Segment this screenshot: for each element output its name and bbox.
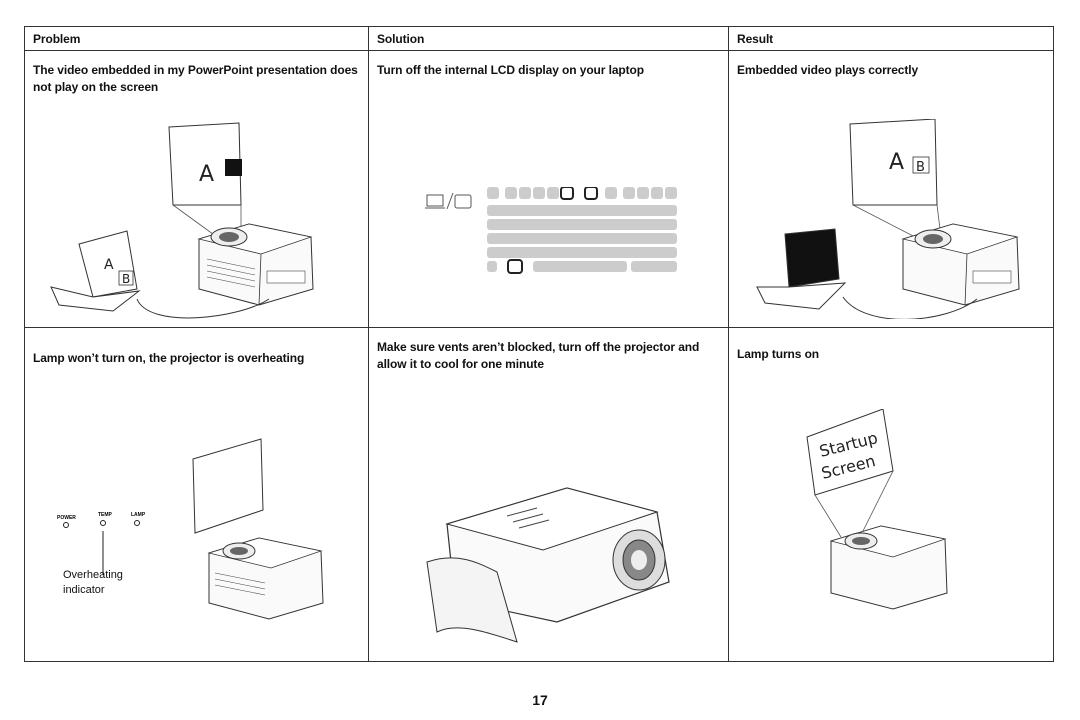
startup-screen-illustration: Startup Screen — [806, 409, 948, 610]
indicator-line2: indicator — [63, 584, 105, 596]
row-divider — [25, 327, 1053, 328]
keyboard-illustration — [425, 187, 677, 274]
column-divider — [368, 27, 369, 661]
result-letter-b: B — [916, 160, 925, 175]
screen-letter-a: A — [199, 162, 214, 187]
troubleshooting-table: Problem Solution Result The video embedd… — [24, 26, 1054, 662]
led-power-label: POWER — [57, 515, 76, 521]
indicator-line1: Overheating — [63, 569, 123, 581]
page-number: 17 — [532, 692, 548, 708]
row2-solution-text: Make sure vents aren’t blocked, turn off… — [377, 340, 700, 371]
black-box-icon — [225, 159, 242, 176]
header-result: Result — [737, 32, 774, 46]
header-divider — [25, 50, 1053, 51]
row2-result-text: Lamp turns on — [737, 347, 820, 361]
laptop-letter-b: B — [122, 272, 130, 286]
row2-problem-text: Lamp won’t turn on, the projector is ove… — [33, 351, 305, 365]
led-lamp-label: LAMP — [131, 512, 146, 518]
row1-problem-text: The video embedded in my PowerPoint pres… — [33, 63, 358, 94]
overheating-indicator-label: Overheating indicator — [63, 568, 123, 598]
laptop-projector-result-illustration: A B — [756, 119, 1020, 319]
display-toggle-icon — [425, 192, 472, 210]
projector-vent-illustration — [426, 487, 670, 643]
column-divider — [728, 27, 729, 661]
row1-solution-text: Turn off the internal LCD display on you… — [377, 63, 644, 77]
header-problem: Problem — [33, 32, 81, 46]
laptop-letter-a: A — [104, 257, 114, 273]
led-panel-illustration: POWER TEMP LAMP — [57, 438, 324, 620]
led-temp-label: TEMP — [98, 512, 113, 518]
result-letter-a: A — [889, 150, 904, 175]
header-solution: Solution — [377, 32, 425, 46]
laptop-projector-illustration: A A B — [50, 122, 314, 319]
row1-result-text: Embedded video plays correctly — [737, 63, 919, 77]
